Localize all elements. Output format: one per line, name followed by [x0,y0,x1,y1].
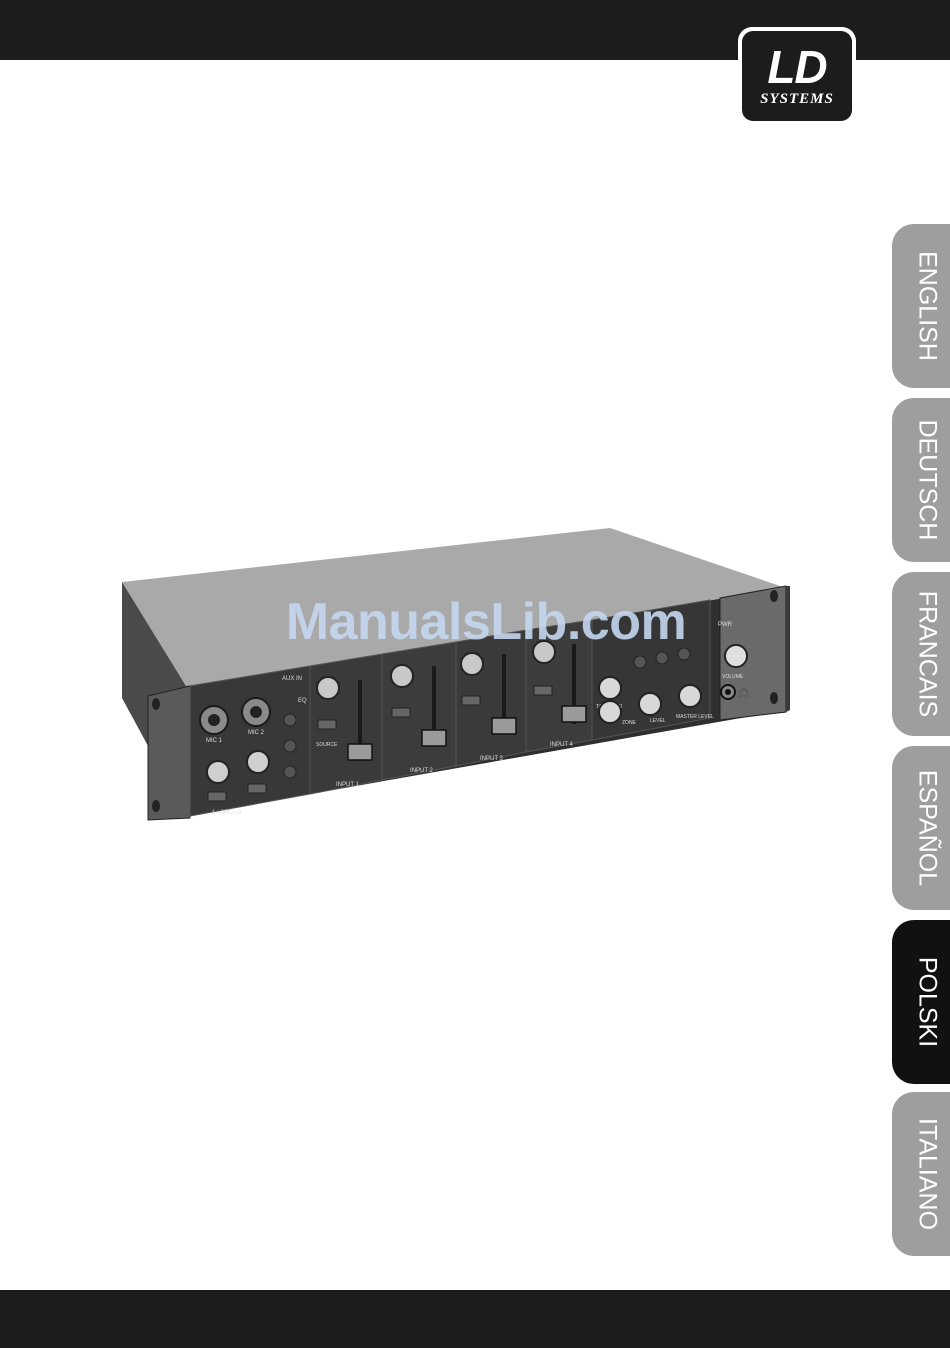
label-input2: INPUT 2 [410,768,434,774]
tab-label: FRANCAIS [913,591,942,717]
label-source: SOURCE [316,742,338,748]
watermark: ManualsLib.com [266,592,706,652]
label-zone: ZONE [622,720,637,726]
product-photo-rack-mixer: MIC 1 MIC 2 1—MIC—2 AUX IN EQ SOURCE INP… [110,520,800,840]
label-pwr: PWR [718,622,733,628]
ld-systems-logo: LD SYSTEMS [738,27,856,125]
tab-francais[interactable]: FRANCAIS [892,572,950,736]
label-level: LEVEL [650,718,666,724]
tab-label: ITALIANO [913,1118,942,1230]
tab-espanol[interactable]: ESPAÑOL [892,746,950,910]
label-aux-in: AUX IN [282,676,302,682]
tab-italiano[interactable]: ITALIANO [892,1092,950,1256]
label-volume: VOLUME [722,674,744,680]
label-input4: INPUT 4 [550,742,574,748]
tab-deutsch[interactable]: DEUTSCH [892,398,950,562]
label-input1: INPUT 1 [336,782,360,788]
headphones-icon: 🎧 [738,687,749,698]
label-mic2: MIC 2 [248,730,265,736]
tab-label: ENGLISH [913,251,942,361]
label-input3: INPUT 3 [480,756,504,762]
tab-label: DEUTSCH [913,420,942,541]
label-mic1: MIC 1 [206,738,223,744]
tab-polski[interactable]: POLSKI [892,920,950,1084]
bottom-bar [0,1290,950,1348]
label-eq: EQ [298,698,307,704]
tab-label: POLSKI [913,957,942,1047]
logo-subtitle: SYSTEMS [760,91,834,108]
tab-label: ESPAÑOL [913,770,942,886]
logo-badge: LD SYSTEMS [742,31,852,121]
label-master-level: MASTER LEVEL [676,714,714,720]
tab-english[interactable]: ENGLISH [892,224,950,388]
logo-mark: LD [767,45,826,89]
label-mic-range: 1—MIC—2 [212,810,242,816]
